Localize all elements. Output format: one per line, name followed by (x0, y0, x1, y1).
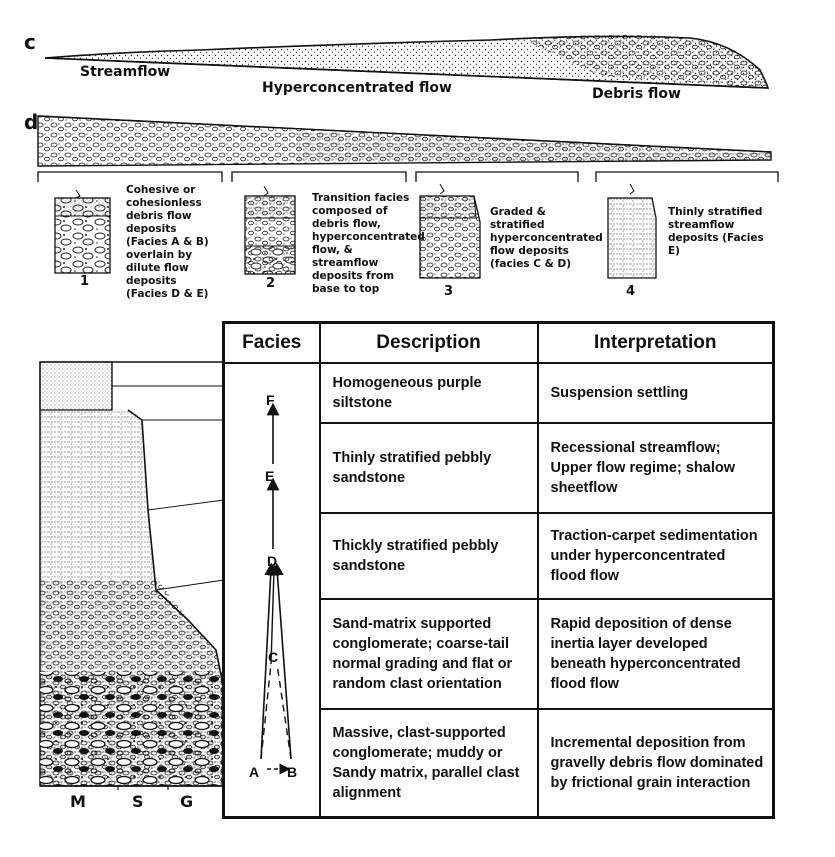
debris-flow-label: Debris flow (592, 86, 681, 102)
header-facies: Facies (224, 323, 320, 364)
bracket-1 (38, 172, 222, 182)
description-cell: Sand-matrix supported conglomerate; coar… (320, 599, 538, 709)
facies-table: Facies Description Interpretation F (222, 321, 775, 819)
column-3-sketch (412, 182, 492, 284)
facies-diagram-cell: F E D C A B (224, 363, 320, 817)
column-2-number: 2 (266, 276, 275, 291)
panel-c-letter: c (24, 30, 36, 54)
header-description: Description (320, 323, 538, 364)
description-cell: Homogeneous purple siltstone (320, 363, 538, 423)
column-4-sketch (600, 182, 670, 282)
column-1-caption: Cohesive or cohesionless debris flow dep… (126, 184, 220, 301)
facies-label-a: A (249, 762, 259, 782)
interpretation-cell: Traction-carpet sedimentation under hype… (538, 513, 774, 599)
column-2-caption: Transition facies composed of debris flo… (312, 192, 416, 296)
panel-d-cross-section (36, 112, 776, 172)
column-4-caption: Thinly stratified streamflow deposits (F… (668, 206, 768, 258)
column-3-caption: Graded & stratified hyperconcentrated fl… (490, 206, 594, 271)
bracket-2 (232, 172, 406, 182)
interpretation-cell: Incremental deposition from gravelly deb… (538, 709, 774, 817)
grain-label-gravel: G (180, 792, 193, 811)
facies-transition-diagram (225, 364, 321, 824)
siltstone-bed (40, 362, 112, 410)
hyperconcentrated-flow-label: Hyperconcentrated flow (262, 80, 452, 96)
column-4-number: 4 (626, 284, 635, 299)
facies-label-f: F (266, 390, 275, 410)
facies-label-e: E (265, 466, 274, 486)
column-1-sketch (50, 190, 120, 276)
clast-supported-conglomerate (40, 672, 224, 786)
bracket-3 (416, 172, 578, 182)
table-row: F E D C A B Homogeneous purple siltstone… (224, 363, 774, 423)
facies-label-b: B (287, 762, 297, 782)
column-1-number: 1 (80, 274, 89, 289)
description-cell: Massive, clast-supported conglomerate; m… (320, 709, 538, 817)
streamflow-label: Streamflow (80, 64, 170, 80)
grain-label-mud: M (70, 792, 86, 811)
bracket-4 (596, 172, 778, 182)
interpretation-cell: Rapid deposition of dense inertia layer … (538, 599, 774, 709)
interpretation-cell: Suspension settling (538, 363, 774, 423)
facies-label-d: D (267, 551, 277, 571)
column-2-sketch (240, 186, 310, 278)
interpretation-cell: Recessional streamflow; Upper flow regim… (538, 423, 774, 513)
table-header-row: Facies Description Interpretation (224, 323, 774, 364)
column-3-number: 3 (444, 284, 453, 299)
description-cell: Thickly stratified pebbly sandstone (320, 513, 538, 599)
stratigraphic-log (38, 360, 228, 790)
facies-label-c: C (268, 647, 278, 667)
header-interpretation: Interpretation (538, 323, 774, 364)
description-cell: Thinly stratified pebbly sandstone (320, 423, 538, 513)
grain-label-sand: S (132, 792, 144, 811)
